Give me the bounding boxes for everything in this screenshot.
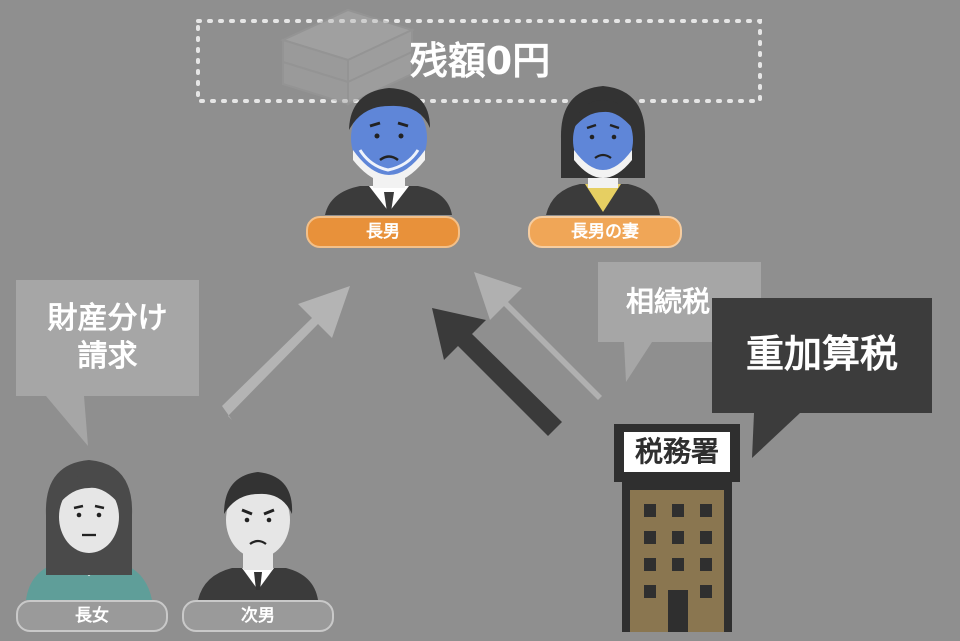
eldest-son-wife-figure bbox=[546, 86, 660, 215]
eldest-son-label: 長男 bbox=[306, 216, 460, 248]
eldest-son-wife-label: 長男の妻 bbox=[528, 216, 682, 248]
tax-office-building bbox=[614, 424, 740, 632]
inheritance-tax-text: 相続税 bbox=[626, 285, 711, 318]
property-claim-line1: 財産分け bbox=[47, 301, 168, 336]
property-claim-line2: 請求 bbox=[77, 339, 138, 374]
money-stack-icon bbox=[280, 8, 415, 106]
second-son-label: 次男 bbox=[182, 600, 334, 632]
tax-office-sign: 税務署 bbox=[634, 435, 719, 468]
arrow-additional-tax bbox=[432, 308, 562, 436]
arrow-inheritance-tax bbox=[474, 272, 612, 400]
eldest-daughter-label: 長女 bbox=[16, 600, 168, 632]
arrow-claim-to-eldest-son bbox=[222, 286, 350, 420]
eldest-son-figure bbox=[325, 88, 452, 215]
building-door bbox=[668, 590, 688, 632]
second-son-figure bbox=[198, 472, 318, 600]
balance-banner-text: 残額0円 bbox=[409, 39, 551, 83]
balance-banner-frame bbox=[196, 19, 762, 103]
eldest-daughter-figure bbox=[26, 460, 152, 600]
additional-tax-bubble bbox=[712, 298, 932, 458]
building-windows bbox=[644, 504, 712, 598]
property-claim-bubble bbox=[16, 280, 199, 446]
additional-tax-text: 重加算税 bbox=[745, 332, 898, 376]
